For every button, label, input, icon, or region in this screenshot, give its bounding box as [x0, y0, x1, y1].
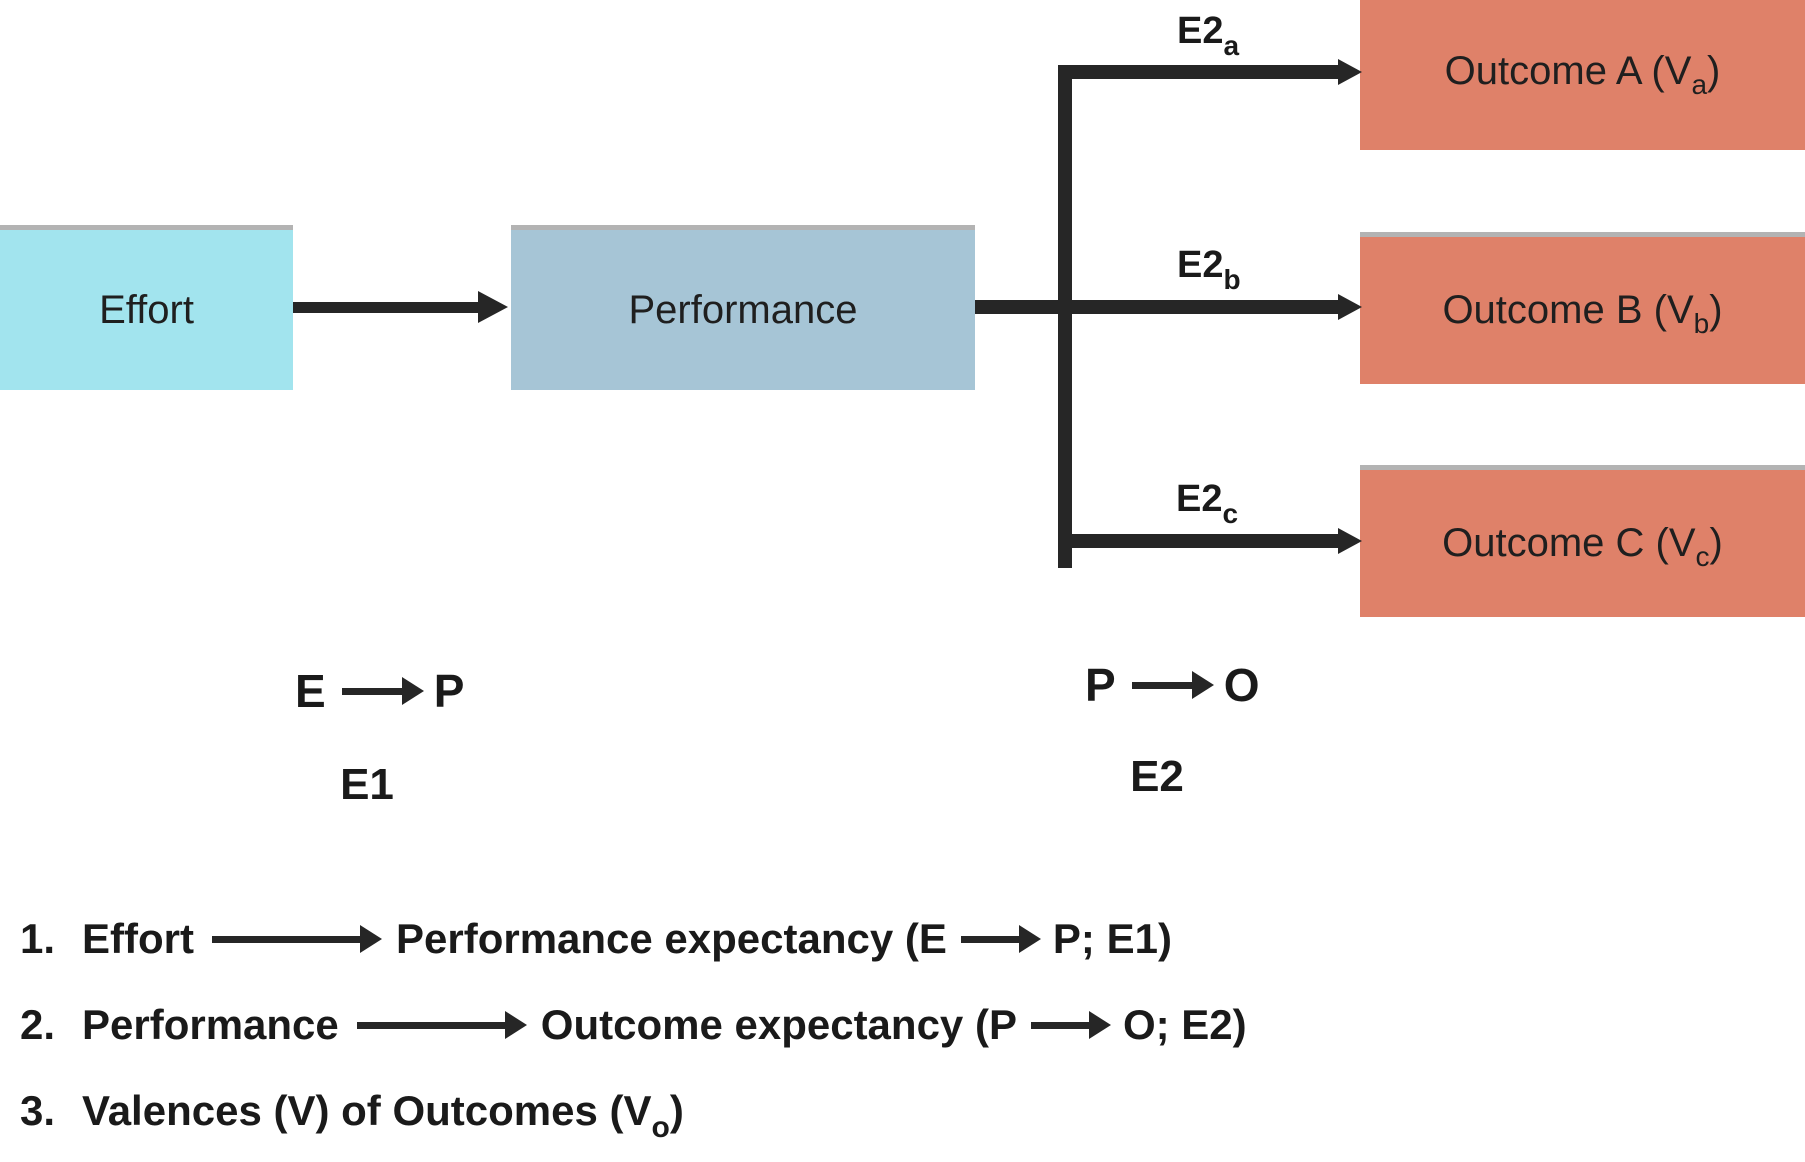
expectancy-label-e2c: E2c: [1176, 478, 1239, 529]
legend-item-1: 1. Effort Performance expectancy (E P; E…: [20, 896, 1780, 982]
legend-number: 3.: [20, 1087, 56, 1134]
equation-p: P: [433, 665, 465, 717]
legend-text: Effort: [82, 915, 194, 962]
equation-e: E: [295, 665, 326, 717]
arrow-icon: [341, 687, 404, 695]
legend-item-2: 2. Performance Outcome expectancy (P O; …: [20, 982, 1780, 1068]
equation-e1-label: E1: [340, 760, 394, 809]
outcome-a-box: Outcome A (Va): [1360, 0, 1805, 150]
outcome-c-label: Outcome C (Vc): [1442, 521, 1723, 572]
equation-e2-label: E2: [1130, 752, 1184, 801]
arrowhead-icon: [1338, 294, 1362, 320]
effort-to-performance-line: [293, 302, 480, 313]
outcome-b-label: Outcome B (Vb): [1442, 288, 1723, 339]
equation-e-to-p: E P: [295, 664, 464, 718]
performance-label: Performance: [628, 287, 858, 332]
legend-text: Performance: [82, 1001, 339, 1048]
arrowhead-icon: [478, 291, 508, 323]
arrow-icon: [1131, 681, 1194, 689]
legend-item-3: 3. Valences (V) of Outcomes (Vo): [20, 1068, 1780, 1154]
arrow-icon: [960, 935, 1021, 943]
arrow-icon: [211, 935, 362, 943]
expectancy-label-e2b: E2b: [1177, 244, 1241, 295]
legend-text: Valences (V) of Outcomes (Vo): [82, 1087, 684, 1144]
expectancy-label-e2a: E2a: [1177, 10, 1240, 61]
legend-number: 1.: [20, 915, 56, 962]
legend-text: P; E1): [1052, 915, 1172, 962]
equation-o: O: [1223, 659, 1260, 711]
arrowhead-icon: [1338, 59, 1362, 85]
arrow-icon: [1030, 1021, 1091, 1029]
arrowhead-icon: [1338, 528, 1362, 554]
branch-to-outcome-a-line: [1058, 65, 1338, 79]
effort-box: Effort: [0, 225, 293, 390]
legend-list: 1. Effort Performance expectancy (E P; E…: [20, 896, 1780, 1154]
legend-text: Performance expectancy (E: [395, 915, 947, 962]
legend-text: O; E2): [1122, 1001, 1247, 1048]
arrow-icon: [356, 1021, 507, 1029]
performance-box: Performance: [511, 225, 975, 390]
legend-text: Outcome expectancy (P: [540, 1001, 1017, 1048]
equation-p2: P: [1085, 659, 1116, 711]
performance-to-outcome-b-line: [975, 300, 1338, 314]
legend-number: 2.: [20, 1001, 56, 1048]
outcome-c-box: Outcome C (Vc): [1360, 465, 1805, 617]
branch-vertical-line: [1058, 65, 1072, 568]
equation-p-to-o: P O: [1085, 658, 1259, 712]
outcome-a-label: Outcome A (Va): [1444, 48, 1721, 100]
outcome-b-box: Outcome B (Vb): [1360, 232, 1805, 384]
effort-label: Effort: [99, 287, 194, 332]
branch-to-outcome-c-line: [1058, 534, 1338, 548]
